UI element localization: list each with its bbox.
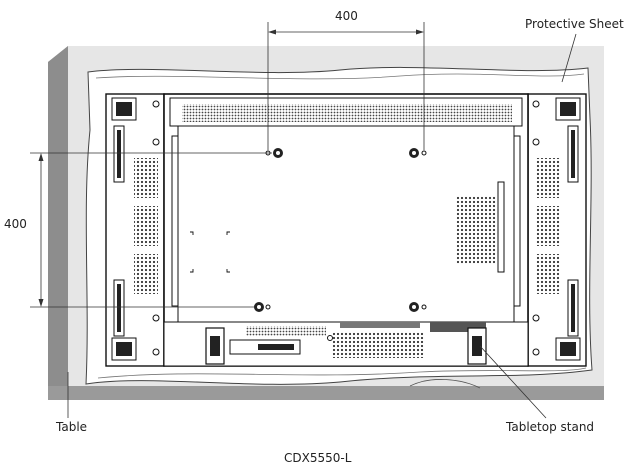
tabletop-stand-right <box>467 327 487 365</box>
dimension-horizontal <box>267 22 425 150</box>
dim-vertical-label: 400 <box>4 217 27 231</box>
right-bracket <box>527 93 587 367</box>
leader-lines <box>67 33 577 419</box>
left-bracket <box>105 93 165 367</box>
tabletop-stand-label: Tabletop stand <box>506 420 595 434</box>
table-label: Table <box>56 420 88 434</box>
model-name: CDX5550-L <box>284 451 352 465</box>
dim-horizontal-label: 400 <box>335 9 358 23</box>
dimension-vertical <box>30 152 272 308</box>
display-back <box>163 93 529 367</box>
protective-sheet-label: Protective Sheet <box>525 17 624 31</box>
tabletop-stand-left <box>205 327 225 365</box>
